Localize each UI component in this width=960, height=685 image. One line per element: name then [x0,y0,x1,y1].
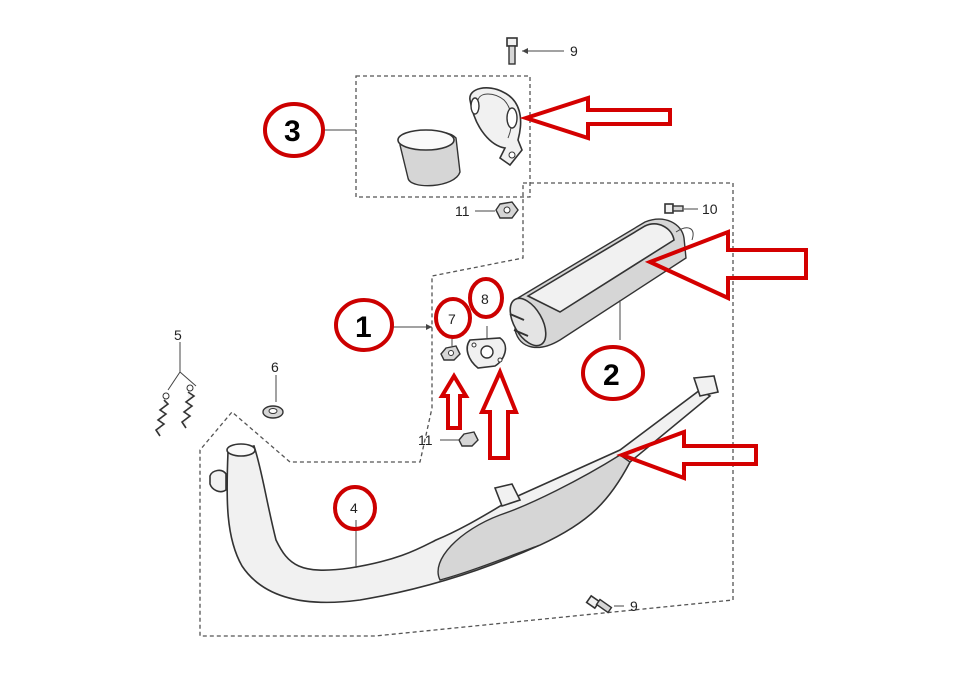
red-arrow-pipe [616,429,758,481]
nut-11-top [475,201,519,219]
washer-6 [262,375,284,419]
nut-7 [440,336,461,361]
red-arrow-clamp [519,95,672,141]
ref-11-mid-label: 11 [418,432,433,448]
callout-1: 1 [334,298,394,352]
callout-7: 7 [434,297,472,339]
red-arrow-muffler [644,229,808,302]
svg-text:2: 2 [603,359,620,392]
bolt-9-bottom [585,594,624,614]
bolt-9-top [506,37,564,65]
muffler-gasket [397,129,461,187]
flange-gasket-8 [466,326,507,369]
muffler [509,218,694,349]
ref-10-label: 10 [702,201,718,217]
bolt-10 [664,203,698,214]
red-arrow-gasket-8 [478,366,519,460]
group-3-box [355,75,531,198]
group-2-box [199,182,734,637]
nut-11-mid [440,431,479,447]
svg-text:3: 3 [284,115,301,148]
ref-9-top-label: 9 [570,43,578,59]
callout-2: 2 [581,345,645,401]
exhaust-pipe [209,375,719,604]
springs-5 [154,342,197,437]
svg-text:1: 1 [355,311,372,344]
svg-text:7: 7 [448,311,456,327]
svg-text:4: 4 [350,500,358,516]
muffler-clamp [469,87,523,167]
callout-3: 3 [263,102,325,158]
ref-5-label: 5 [174,327,182,343]
svg-text:8: 8 [481,291,489,307]
ref-9-bottom-label: 9 [630,598,638,614]
ref-6-label: 6 [271,359,279,375]
callout-8: 8 [468,277,504,319]
red-arrow-nut-7 [438,372,470,430]
callout-4: 4 [333,485,377,531]
ref-11-top-label: 11 [455,203,470,219]
